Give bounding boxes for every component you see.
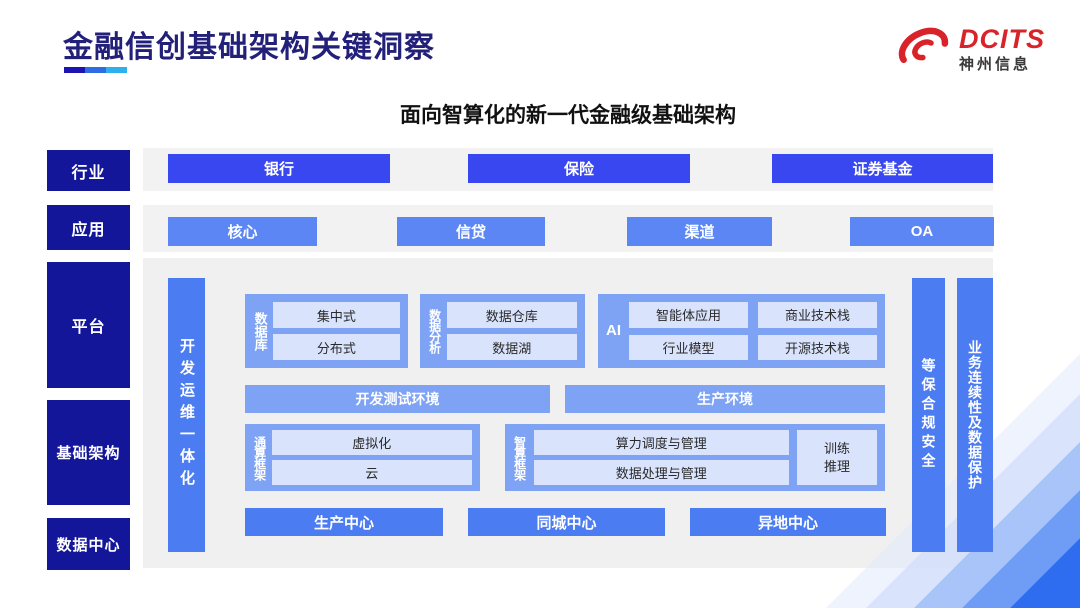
logo-brand: DCITS	[959, 24, 1045, 54]
business-continuity-label: 业务连续性及数据保护	[967, 340, 983, 490]
page-title: 金融信创基础架构关键洞察	[63, 31, 435, 64]
layer-label-platform: 平台	[47, 262, 130, 388]
logo-company: 神州信息	[959, 56, 1032, 73]
chip-cloud: 云	[271, 460, 472, 485]
group-smart-compute: 智算框架 算力调度与管理 数据处理与管理 训练 推理	[505, 424, 885, 491]
chip-commercial-stack: 商业技术栈	[758, 302, 877, 328]
group-analytics: 数据分析 数据仓库 数据湖	[420, 294, 585, 368]
dev-test-environment-bar: 开发测试环境	[245, 385, 550, 413]
security-compliance-label: 等保合规安全	[920, 358, 937, 472]
group-database-label: 数据库	[252, 311, 268, 351]
chip-distributed: 分布式	[272, 334, 400, 360]
industry-item-bank: 银行	[168, 154, 390, 183]
group-smart-compute-label: 智算框架	[512, 435, 527, 480]
devops-bar-label: 开发运维一体化	[178, 338, 195, 492]
app-item-credit: 信贷	[397, 217, 545, 246]
security-compliance-bar: 等保合规安全	[912, 278, 945, 552]
chip-centralized: 集中式	[272, 302, 400, 328]
center-remote: 异地中心	[690, 508, 886, 536]
chip-virtualization: 虚拟化	[271, 430, 472, 455]
app-item-channel: 渠道	[627, 217, 772, 246]
app-item-oa: OA	[850, 217, 994, 246]
diagram-subtitle: 面向智算化的新一代金融级基础架构	[400, 104, 736, 127]
group-ai-label: AI	[606, 322, 621, 340]
center-same-city: 同城中心	[468, 508, 665, 536]
chip-open-source-stack: 开源技术栈	[758, 334, 877, 360]
layer-label-application: 应用	[47, 205, 130, 250]
chip-data-processing: 数据处理与管理	[533, 460, 789, 485]
group-ai: AI 智能体应用 商业技术栈 行业模型 开源技术栈	[598, 294, 885, 368]
industry-item-securities-funds: 证券基金	[772, 154, 993, 183]
layer-label-industry: 行业	[47, 150, 130, 191]
devops-bar: 开发运维一体化	[168, 278, 205, 552]
chip-agent-apps: 智能体应用	[629, 302, 748, 328]
group-general-compute: 通算框架 虚拟化 云	[245, 424, 480, 491]
business-continuity-bar: 业务连续性及数据保护	[957, 278, 993, 552]
industry-item-insurance: 保险	[468, 154, 690, 183]
production-environment-bar: 生产环境	[565, 385, 885, 413]
chip-data-lake: 数据湖	[446, 334, 577, 360]
group-analytics-label: 数据分析	[427, 309, 442, 353]
group-general-compute-label: 通算框架	[252, 435, 267, 480]
chip-data-warehouse: 数据仓库	[446, 302, 577, 328]
logo: DCITS 神州信息	[893, 18, 1063, 80]
chip-industry-models: 行业模型	[629, 334, 748, 360]
group-database: 数据库 集中式 分布式	[245, 294, 408, 368]
chip-compute-scheduling: 算力调度与管理	[533, 430, 789, 455]
chip-training-inference: 训练 推理	[797, 430, 877, 485]
layer-label-infrastructure: 基础架构	[47, 400, 130, 505]
layer-label-datacenter: 数据中心	[47, 518, 130, 570]
app-item-core: 核心	[168, 217, 317, 246]
title-underline	[64, 67, 127, 73]
center-production: 生产中心	[245, 508, 443, 536]
dcits-swirl-icon	[898, 27, 949, 64]
